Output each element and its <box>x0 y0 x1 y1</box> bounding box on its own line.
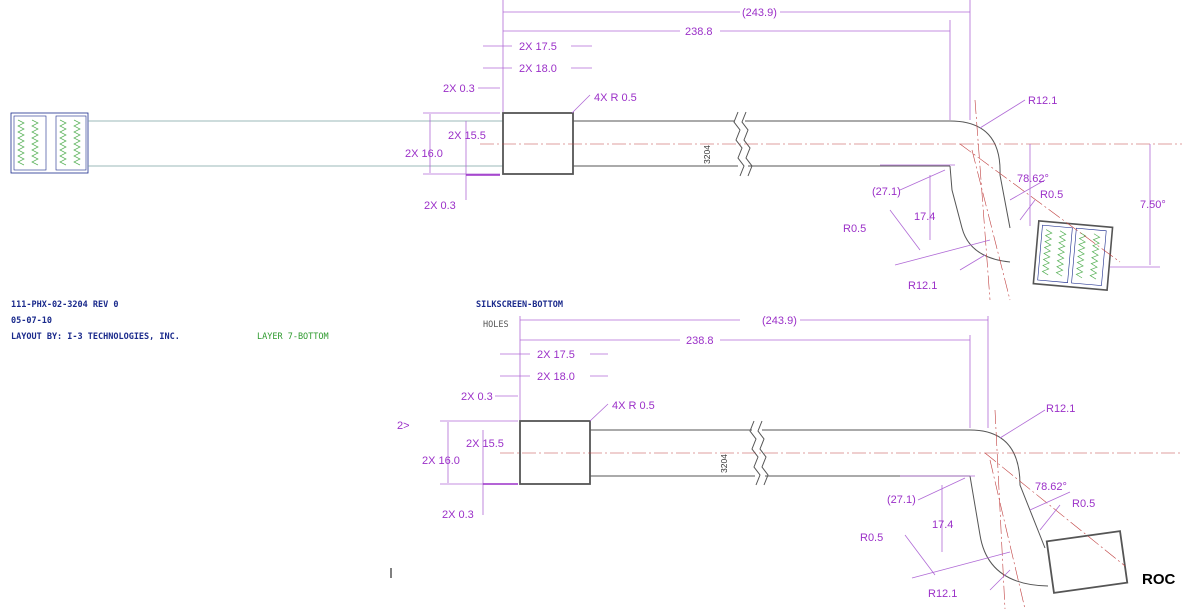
dim-180-upper: 2X 18.0 <box>519 63 557 75</box>
dim-angle1-upper: 78.62° <box>1017 173 1049 185</box>
dim-155-upper: 2X 15.5 <box>448 130 486 142</box>
stiffener-outline-lower <box>519 420 591 485</box>
lower-view: (243.9) 238.8 2X 17.5 2X 18.0 2X 0.3 4X … <box>390 315 1182 609</box>
dim-straight-upper: 238.8 <box>685 26 713 38</box>
dim-gap2-upper: 2X 0.3 <box>424 200 456 212</box>
roc-label: ROC <box>1142 571 1176 588</box>
dim-175-lower: 2X 17.5 <box>537 349 575 361</box>
drawing-date: 05-07-10 <box>11 316 52 326</box>
break-length-upper: 3204 <box>702 145 712 164</box>
dim-r121-top-lower: R12.1 <box>1046 403 1075 415</box>
dim-radius-upper: 4X R 0.5 <box>594 92 637 104</box>
dim-155-lower: 2X 15.5 <box>466 438 504 450</box>
dim-gap-upper: 2X 0.3 <box>443 83 475 95</box>
dim-180-lower: 2X 18.0 <box>537 371 575 383</box>
dim-overall-upper: (243.9) <box>742 7 777 19</box>
dim-angle2-upper: 7.50° <box>1140 199 1166 211</box>
dim-gap-lower: 2X 0.3 <box>461 391 493 403</box>
dim-174-upper: 17.4 <box>914 211 935 223</box>
dim-radius-lower: 4X R 0.5 <box>612 400 655 412</box>
dim-ref-lower: (27.1) <box>887 494 916 506</box>
left-connector-footprint <box>10 112 89 174</box>
dim-r121-bottom-upper: R12.1 <box>908 280 937 292</box>
truncated-label: 2> <box>397 420 410 432</box>
roc-connector-outline <box>1045 530 1129 594</box>
upper-view: (243.9) 238.8 2X 17.5 2X 18.0 2X 0.3 4X … <box>10 0 1182 301</box>
dim-r121-bottom-lower: R12.1 <box>928 588 957 600</box>
dim-160-upper: 2X 16.0 <box>405 148 443 160</box>
dim-angle1-lower: 78.62° <box>1035 481 1067 493</box>
dim-r121-top-upper: R12.1 <box>1028 95 1057 107</box>
part-number: 111-PHX-02-3204 REV 0 <box>11 300 118 310</box>
stiffener-outline <box>502 112 574 175</box>
dim-r05-left-upper: R0.5 <box>843 223 866 235</box>
title-block: 111-PHX-02-3204 REV 0 05-07-10 LAYOUT BY… <box>11 300 563 342</box>
silkscreen-label: SILKSCREEN-BOTTOM <box>476 300 563 310</box>
dim-160-lower: 2X 16.0 <box>422 455 460 467</box>
right-connector-footprint <box>1032 220 1114 291</box>
break-length-lower: 3204 <box>719 454 729 473</box>
dim-174-lower: 17.4 <box>932 519 953 531</box>
dim-r05-left-lower: R0.5 <box>860 532 883 544</box>
dim-175-upper: 2X 17.5 <box>519 41 557 53</box>
dim-r05-lower: R0.5 <box>1072 498 1095 510</box>
layout-by: LAYOUT BY: I-3 TECHNOLOGIES, INC. <box>11 332 180 342</box>
dim-r05-upper: R0.5 <box>1040 189 1063 201</box>
dim-ref-upper: (27.1) <box>872 186 901 198</box>
dim-overall-lower: (243.9) <box>762 315 797 327</box>
holes-label: HOLES <box>483 320 509 330</box>
dim-straight-lower: 238.8 <box>686 335 714 347</box>
layer-label: LAYER 7-BOTTOM <box>257 332 329 342</box>
dim-gap2-lower: 2X 0.3 <box>442 509 474 521</box>
